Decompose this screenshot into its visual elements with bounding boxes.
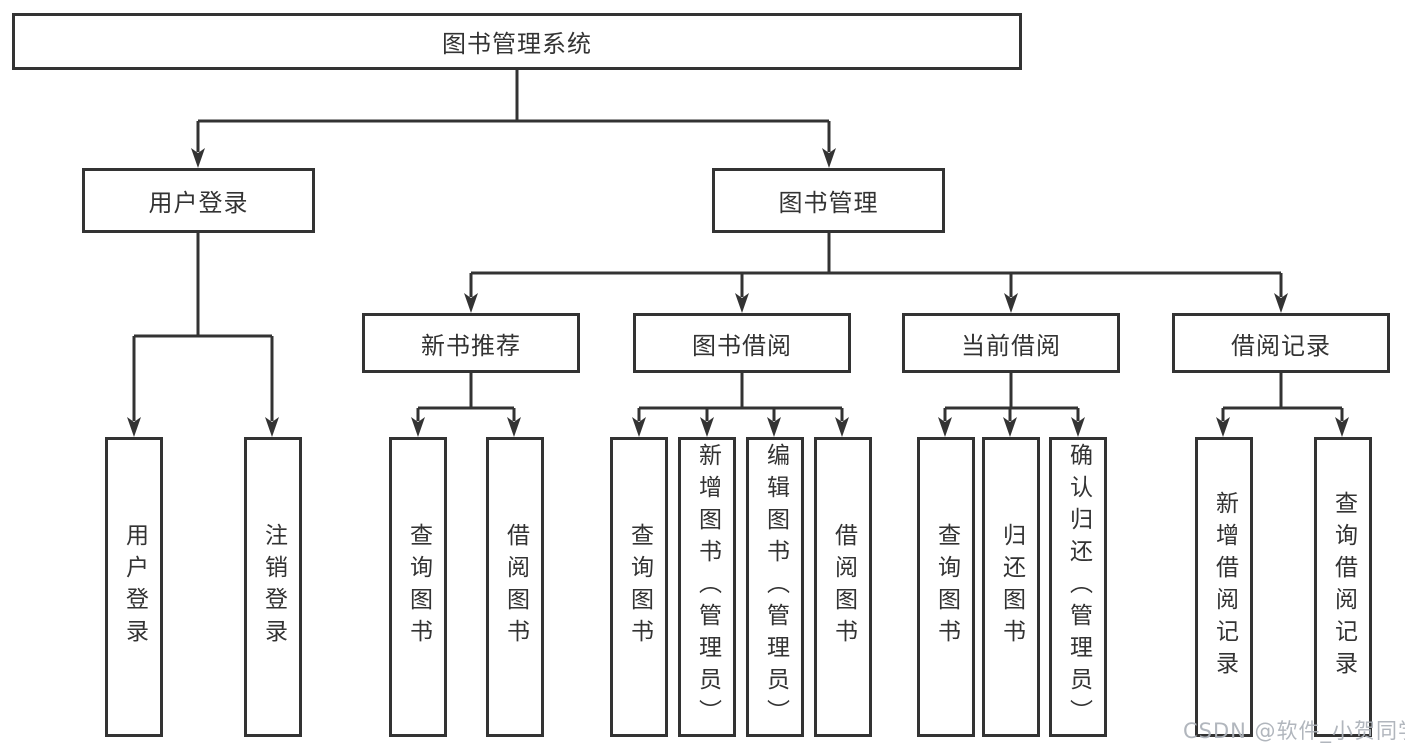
leaf-query-borrow-record: 查询借阅记录 — [1314, 437, 1372, 737]
node-book-management-label: 图书管理 — [778, 189, 879, 217]
node-current-borrow: 当前借阅 — [902, 313, 1120, 373]
leaf-user-login-label: 用户登录 — [121, 523, 148, 651]
leaf-user-login: 用户登录 — [105, 437, 163, 737]
node-borrow-records-label: 借阅记录 — [1231, 331, 1331, 360]
leaf-confirm-return-admin-label: 确认归还（管理员） — [1065, 443, 1092, 731]
node-user-login-label: 用户登录 — [148, 189, 249, 217]
node-new-book-recommend: 新书推荐 — [362, 313, 580, 373]
leaf-return-book: 归还图书 — [982, 437, 1040, 737]
leaf-query-books-3-label: 查询图书 — [933, 523, 960, 651]
node-current-borrow-label: 当前借阅 — [961, 331, 1061, 360]
leaf-query-borrow-record-label: 查询借阅记录 — [1330, 491, 1357, 683]
arrowheads — [127, 148, 1349, 437]
leaf-logout: 注销登录 — [244, 437, 302, 737]
leaf-confirm-return-admin: 确认归还（管理员） — [1049, 437, 1107, 737]
leaf-edit-book-admin-label: 编辑图书（管理员） — [762, 443, 789, 731]
node-new-book-recommend-label: 新书推荐 — [421, 331, 521, 360]
leaf-borrow-books-1: 借阅图书 — [486, 437, 544, 737]
leaf-query-books-3: 查询图书 — [917, 437, 975, 737]
leaf-logout-label: 注销登录 — [260, 523, 287, 651]
leaf-add-borrow-record-label: 新增借阅记录 — [1211, 491, 1238, 683]
leaf-query-books-2-label: 查询图书 — [626, 523, 653, 651]
leaf-query-books-1: 查询图书 — [389, 437, 447, 737]
leaf-add-borrow-record: 新增借阅记录 — [1195, 437, 1253, 737]
node-book-borrow: 图书借阅 — [633, 313, 851, 373]
node-book-management: 图书管理 — [712, 168, 945, 233]
node-root: 图书管理系统 — [12, 13, 1022, 70]
leaf-edit-book-admin: 编辑图书（管理员） — [746, 437, 804, 737]
node-root-label: 图书管理系统 — [442, 30, 592, 58]
node-user-login: 用户登录 — [82, 168, 315, 233]
leaf-query-books-1-label: 查询图书 — [405, 523, 432, 651]
leaf-add-book-admin: 新增图书（管理员） — [678, 437, 736, 737]
csdn-watermark: CSDN @软件_小贺同学 — [1183, 719, 1405, 743]
leaf-borrow-books-2-label: 借阅图书 — [830, 523, 857, 651]
leaf-return-book-label: 归还图书 — [998, 523, 1025, 651]
leaf-query-books-2: 查询图书 — [610, 437, 668, 737]
leaf-borrow-books-2: 借阅图书 — [814, 437, 872, 737]
node-book-borrow-label: 图书借阅 — [692, 331, 792, 360]
leaf-add-book-admin-label: 新增图书（管理员） — [694, 443, 721, 731]
node-borrow-records: 借阅记录 — [1172, 313, 1390, 373]
leaf-borrow-books-1-label: 借阅图书 — [502, 523, 529, 651]
